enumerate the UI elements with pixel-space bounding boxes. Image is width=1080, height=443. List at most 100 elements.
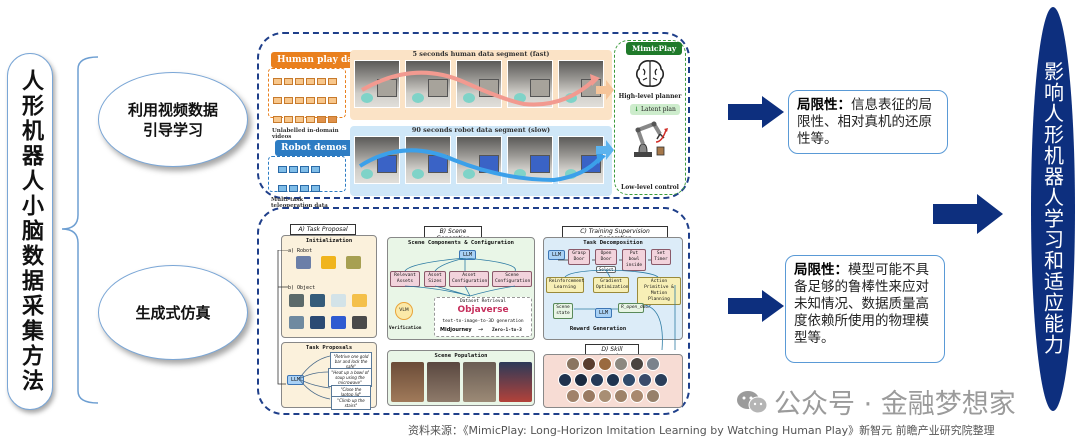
asset-configuration-chip: Asset Configuration	[449, 271, 489, 287]
watermark-text: 公众号 · 金融梦想家	[774, 389, 1016, 420]
limitation-label: 局限性：	[794, 262, 848, 278]
scene-population-images	[391, 362, 532, 402]
root-title-pill: 人形机器人小脑数据采集方法	[7, 53, 53, 410]
latent-plan-badge: ↓ Latent plan	[630, 104, 680, 115]
limitation-box-simulation: 局限性：模型可能不具备足够的鲁棒性来应对未知情况、数据质量高度依赖所使用的物理模…	[785, 255, 945, 363]
scene-state-chip: Scene state	[553, 303, 573, 319]
zero123-label: Zero-1-to-3	[492, 328, 522, 333]
robot-segment-label: 90 seconds robot data segment (slow)	[411, 126, 551, 134]
cabinet-icon	[352, 316, 367, 329]
robot-video-grid: Multi-task teleoperation data	[268, 156, 346, 209]
scene-components-title: Scene Components & Configuration	[408, 240, 514, 246]
robot-icons	[296, 256, 361, 269]
category-video-guided-learning: 利用视频数据 引导学习	[98, 72, 248, 167]
source-note: 资料来源：《MimicPlay: Long-Horizon Imitation …	[408, 424, 995, 437]
scene-image	[499, 362, 532, 402]
initialization-title: Initialization	[305, 238, 353, 244]
midjourney-label: Midjourney	[440, 327, 472, 333]
latent-plan-label: Latent plan	[640, 106, 676, 113]
robot-frames	[354, 136, 610, 192]
limitation-label: 局限性：	[797, 97, 851, 113]
result-text: 影响人形机器人学习和适应能力	[1040, 61, 1065, 355]
select-chip: Select	[596, 266, 617, 273]
robot-demos-tag: Robot demos	[275, 140, 353, 156]
llm-chip: LLM	[459, 250, 477, 260]
right-arrow-icon	[728, 96, 784, 128]
safe-icon	[310, 316, 325, 329]
objaverse-logo: Objaverse	[457, 305, 509, 315]
llm-chip: LLM	[287, 375, 305, 385]
limitation-text: 模型可能不具备足够的鲁棒性来应对未知情况、数据质量高度依赖所使用的物理模型等。	[794, 262, 929, 346]
training-connectors	[558, 259, 676, 351]
high-level-planner-label: High-level planner	[618, 93, 682, 100]
reward-chip: R_open_door	[618, 303, 651, 313]
step-chip: Grasp Door	[568, 249, 590, 265]
step-chip: Set Timer	[651, 249, 671, 265]
asset-sizes-chip: Asset Sizes	[424, 271, 446, 287]
t2i-label: text-to-image-to-3D generation	[442, 319, 524, 324]
brain-icon	[635, 60, 665, 87]
human-caption: Unlabelled in-domain videos	[272, 128, 339, 140]
right-arrow-icon: →	[478, 326, 484, 333]
scene-configuration-chip: Scene Configuration	[492, 271, 532, 287]
method-chip: Action Primitive & Motion Planning	[637, 277, 681, 305]
human-trajectory-arrow	[361, 70, 600, 107]
connector-arrows	[596, 80, 614, 160]
step-chip: Open Door	[595, 249, 617, 265]
human-frames	[354, 60, 610, 116]
low-level-control-label: Low-level control	[621, 184, 679, 191]
right-arrow-icon	[933, 194, 1003, 234]
grouping-bracket	[61, 56, 99, 404]
skill-thumbnails	[544, 357, 682, 405]
scene-image	[427, 362, 460, 402]
extinguisher-icon	[331, 294, 346, 307]
mimicplay-panel	[614, 40, 686, 195]
down-arrow-icon: ↓	[634, 106, 640, 113]
mimicplay-tag: MimicPlay	[626, 42, 683, 55]
wechat-icon	[737, 390, 768, 413]
scene-image	[463, 362, 496, 402]
category-label: 生成式仿真	[135, 303, 211, 322]
dishwasher-icon	[289, 316, 304, 329]
scene-llm-connectors	[404, 258, 516, 297]
object-label: b) Object	[288, 285, 316, 291]
step-chip: Put bowl inside	[622, 249, 646, 271]
method-chip: Reinforcement Learning	[546, 277, 584, 293]
human-video-grid: Unlabelled in-domain videos	[268, 68, 346, 140]
vlm-badge: VLM	[395, 302, 413, 320]
method-chip: Gradient Optimization	[593, 277, 629, 293]
reward-generation-title: Reward Generation	[569, 326, 627, 332]
microwave-icon	[289, 294, 304, 307]
laptop-icon	[331, 316, 346, 329]
task-proposal-item: "Climb up the stairs"	[331, 396, 371, 410]
limitation-text: 信息表征的局限性、相对真机的还原性等。	[797, 97, 932, 147]
lamp-icon	[310, 294, 325, 307]
task-proposals-title: Task Proposals	[305, 345, 353, 351]
luggage-icon	[352, 294, 367, 307]
object-icons-row-1	[289, 294, 367, 307]
verification-label: Verification	[389, 326, 422, 331]
llm-chip: LLM	[595, 308, 613, 318]
result-text-container: 影响人形机器人学习和适应能力	[1030, 18, 1076, 398]
category-generative-simulation: 生成式仿真	[98, 265, 248, 360]
task-decomposition-title: Task Decomposition	[583, 240, 643, 246]
task-proposal-connectors	[277, 250, 331, 400]
root-title: 人形机器人小脑数据采集方法	[18, 69, 43, 394]
robot-label: a) Robot	[288, 248, 313, 254]
skill-learning-panel	[543, 354, 683, 408]
dataset-retrieval-panel	[434, 297, 532, 337]
limitation-box-video: 局限性：信息表征的局限性、相对真机的还原性等。	[788, 90, 948, 154]
human-play-data-tag: Human play data	[271, 52, 370, 68]
watermark: 公众号 · 金融梦想家	[736, 382, 1016, 421]
scene-population-title: Scene Population	[434, 353, 488, 359]
robot-trajectory-arrow	[358, 148, 606, 183]
task-proposal-title: A) Task Proposal	[290, 224, 356, 235]
human-segment-label: 5 seconds human data segment (fast)	[412, 50, 550, 58]
llm-chip: LLM	[548, 250, 566, 260]
robot-arm-icon	[296, 256, 311, 269]
industrial-arm-icon	[321, 256, 336, 269]
quadruped-robot-icon	[346, 256, 361, 269]
relevant-assets-chip: Relevant Assets	[390, 271, 420, 287]
right-arrow-icon	[728, 290, 784, 322]
object-icons-row-2	[289, 316, 367, 329]
